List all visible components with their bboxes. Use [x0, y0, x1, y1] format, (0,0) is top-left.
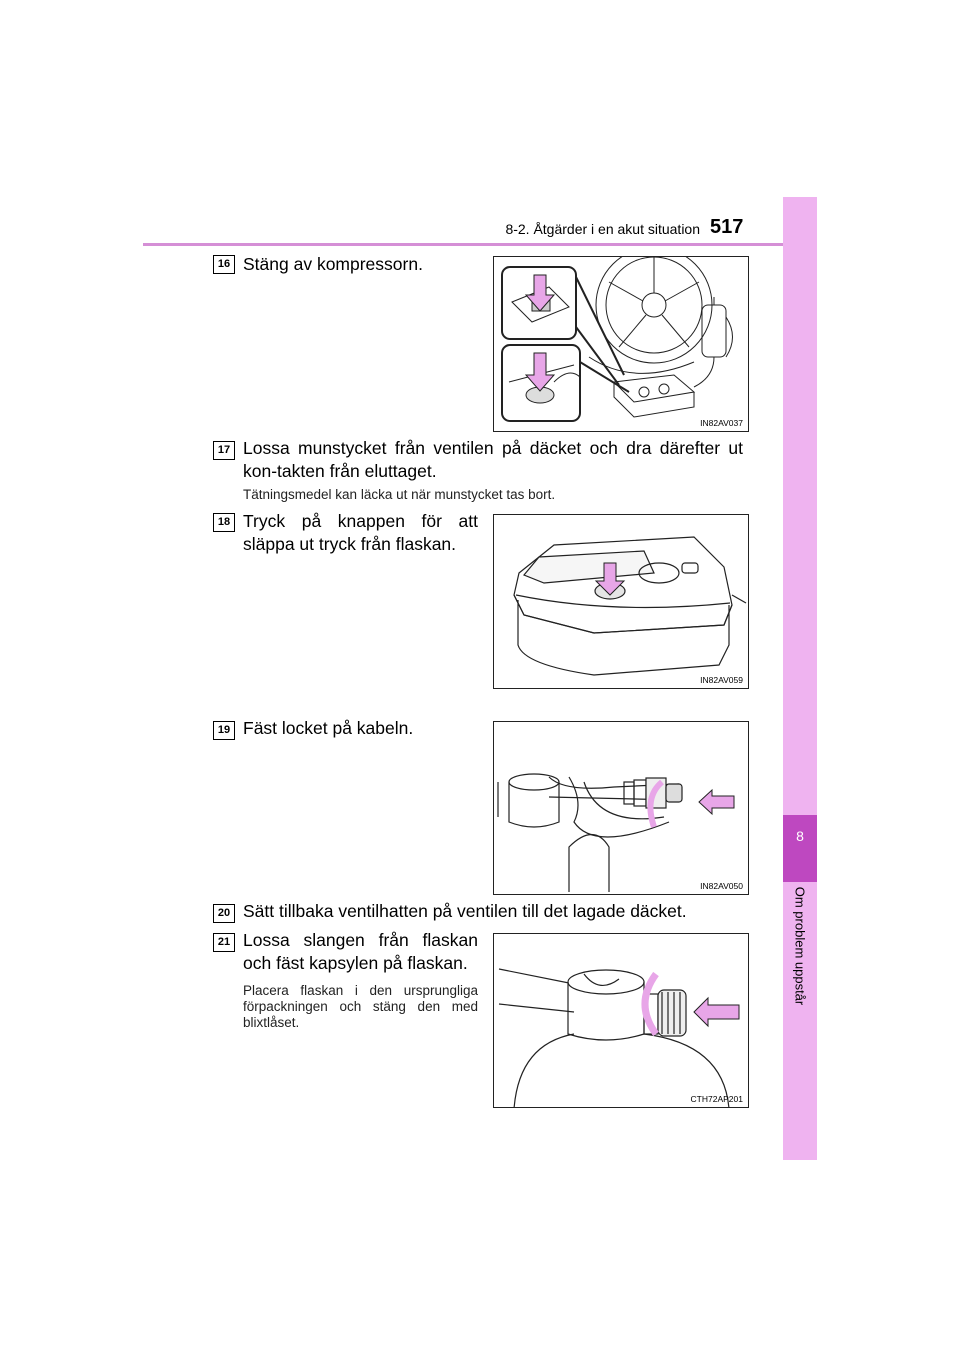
attach-cap-illustration: [497, 773, 735, 892]
chapter-side-tab[interactable]: [783, 197, 817, 1160]
step-badge-20: 20: [213, 904, 235, 923]
step-text-20: Sätt tillbaka ventilhatten på ventilen t…: [243, 901, 687, 921]
step-badge-16: 16: [213, 255, 235, 274]
header-divider: [143, 243, 815, 246]
compressor-off-illustration: [501, 257, 733, 422]
close-bottle-illustration: [498, 968, 740, 1107]
figure-code-19: IN82AV050: [700, 881, 743, 891]
step-text-17: Lossa munstycket från ventilen på däcket…: [243, 438, 743, 481]
figure-code-21: CTH72AP201: [690, 1094, 743, 1104]
chapter-number: 8: [796, 828, 804, 844]
step-badge-21: 21: [213, 933, 235, 952]
figure-compressor-off: IN82AV037: [493, 256, 749, 432]
release-pressure-illustration: [513, 536, 747, 676]
step-text-19: Fäst locket på kabeln.: [243, 718, 414, 738]
step-text-16: Stäng av kompressorn.: [243, 254, 423, 274]
header-section-title: 8-2. Åtgärder i en akut situation: [505, 221, 700, 237]
step-text-21: Lossa slangen från flaskan och fäst kaps…: [243, 930, 478, 973]
step-badge-17: 17: [213, 441, 235, 460]
chapter-number-tab[interactable]: [783, 815, 817, 882]
page-number: 517: [710, 216, 744, 238]
figure-release-pressure: IN82AV059: [493, 514, 749, 689]
step-badge-18: 18: [213, 513, 235, 532]
figure-code-16: IN82AV037: [700, 418, 743, 428]
step-badge-19: 19: [213, 721, 235, 740]
step-text-18: Tryck på knappen för att släppa ut tryck…: [243, 511, 478, 554]
figure-close-bottle: CTH72AP201: [493, 933, 749, 1108]
figure-code-18: IN82AV059: [700, 675, 743, 685]
chapter-title: Om problem uppstår: [792, 886, 808, 1006]
step-note-17: Tätningsmedel kan läcka ut när munstycke…: [243, 487, 556, 502]
step-note-21: Placera flaskan i den ursprungliga förpa…: [243, 983, 478, 1030]
figure-attach-cap: IN82AV050: [493, 721, 749, 895]
